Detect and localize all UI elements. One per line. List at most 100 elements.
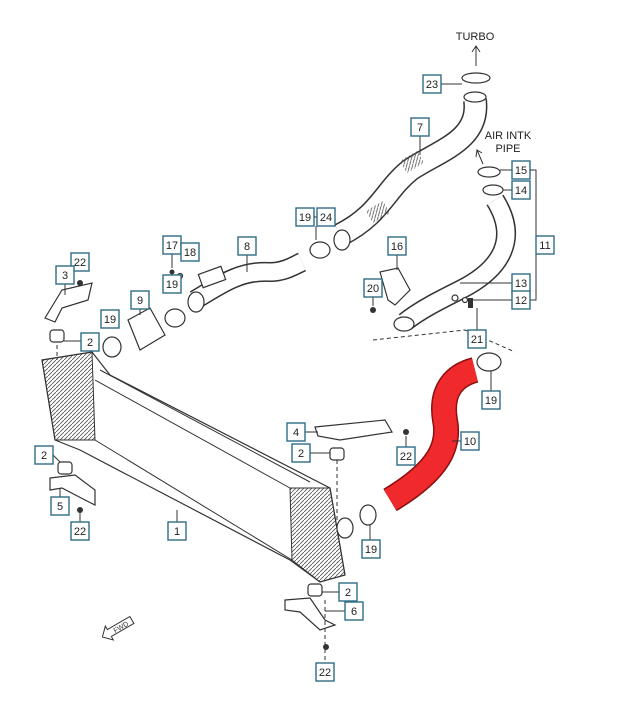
svg-text:24: 24 [320,212,332,224]
svg-text:18: 18 [184,247,196,259]
callout-11: 11 [530,169,555,301]
clamp-19b [102,336,122,358]
callout-15: 15 [500,160,531,180]
svg-text:12: 12 [515,295,527,307]
callout-2-c: 2 [34,445,61,465]
callout-22-c: 22 [70,513,90,541]
callout-18: 18 [180,242,200,262]
air-intake-label-line2: PIPE [495,143,520,155]
hose-7-end [333,229,351,251]
turbo-arrow-icon [471,45,481,66]
svg-text:15: 15 [515,165,527,177]
callout-19-d: 19 [481,371,501,410]
clamp-19d [476,352,502,372]
clamp-19-24 [309,241,331,259]
clamp-19 [164,308,186,328]
clamp-19c [359,504,377,526]
bolt-21 [468,298,473,308]
svg-text:10: 10 [464,436,476,448]
hose-9 [127,307,166,351]
callout-21: 21 [467,308,487,349]
svg-text:1: 1 [174,526,180,538]
callouts: 23 7 15 14 11 19 24 17 18 8 16 22 3 9 19… [34,74,555,682]
pipe-8 [187,252,307,313]
svg-text:3: 3 [62,270,68,282]
mount-2c [329,447,345,461]
svg-text:6: 6 [351,606,357,618]
svg-text:19: 19 [365,544,377,556]
bracket-16 [379,267,411,306]
callout-10: 10 [452,431,480,451]
svg-text:11: 11 [539,240,550,252]
svg-text:19: 19 [299,212,311,224]
callout-17: 17 [162,235,182,268]
svg-text:2: 2 [41,450,47,462]
callout-14: 14 [503,180,531,200]
mount-2d [307,583,323,597]
callout-7: 7 [410,117,430,155]
callout-22-a: 22 [70,252,90,272]
svg-text:16: 16 [391,241,403,253]
callout-23: 23 [422,74,462,94]
bracket-4 [314,419,393,441]
callout-19-top: 19 [295,207,315,227]
bolt-20 [370,307,376,313]
svg-text:8: 8 [244,241,250,253]
bolt-22 [77,280,83,286]
bracket-6 [284,597,337,631]
svg-text:19: 19 [104,314,116,326]
bracket-3 [44,282,93,323]
clamp-23 [461,72,491,84]
svg-text:21: 21 [471,334,483,346]
svg-text:17: 17 [166,240,178,252]
intercooler-1 [41,351,354,583]
svg-text:4: 4 [293,427,299,439]
svg-text:5: 5 [57,501,63,513]
callout-20: 20 [363,278,383,306]
bolt-22b [77,507,83,513]
turbo-label: TURBO [456,31,495,43]
callout-2-a: 2 [64,332,100,352]
svg-text:22: 22 [74,526,86,538]
air-intake-arrow-icon [475,149,484,165]
bush-13 [451,294,459,302]
svg-text:22: 22 [74,257,86,269]
svg-text:19: 19 [166,279,178,291]
callout-2-d: 2 [322,582,358,602]
clamp-15 [477,166,501,178]
callout-16: 16 [387,236,407,270]
bracket-5 [49,474,96,506]
callout-6: 6 [325,601,364,621]
callout-2-b: 2 [291,443,330,463]
callout-12: 12 [468,290,531,310]
callout-4: 4 [286,422,318,442]
svg-text:2: 2 [298,448,304,460]
hose-7 [334,91,488,246]
svg-text:7: 7 [417,122,423,134]
callout-19-b: 19 [162,274,182,294]
bolt-17 [169,269,175,275]
callout-22-d: 22 [315,662,335,682]
callout-3: 3 [55,265,75,295]
callout-19-e: 19 [361,525,381,559]
callout-22-b: 22 [396,436,416,466]
svg-text:20: 20 [367,283,379,295]
pipe-11 [393,166,516,332]
svg-text:FWD: FWD [113,621,130,635]
fwd-arrow-icon: FWD [101,615,135,641]
bolt-22c [403,429,409,435]
svg-text:22: 22 [400,451,412,463]
air-intake-label-line1: AIR INTK [485,130,532,142]
callout-19-c: 19 [100,309,120,329]
svg-text:9: 9 [137,295,143,307]
callout-5: 5 [50,488,70,516]
svg-text:23: 23 [426,79,438,91]
mount-2 [49,329,65,343]
svg-text:2: 2 [345,587,351,599]
mount-2b [57,461,73,475]
svg-text:13: 13 [515,278,527,290]
callout-8: 8 [237,236,257,272]
seal-14 [482,184,504,196]
svg-text:19: 19 [485,395,497,407]
svg-text:14: 14 [515,185,527,197]
